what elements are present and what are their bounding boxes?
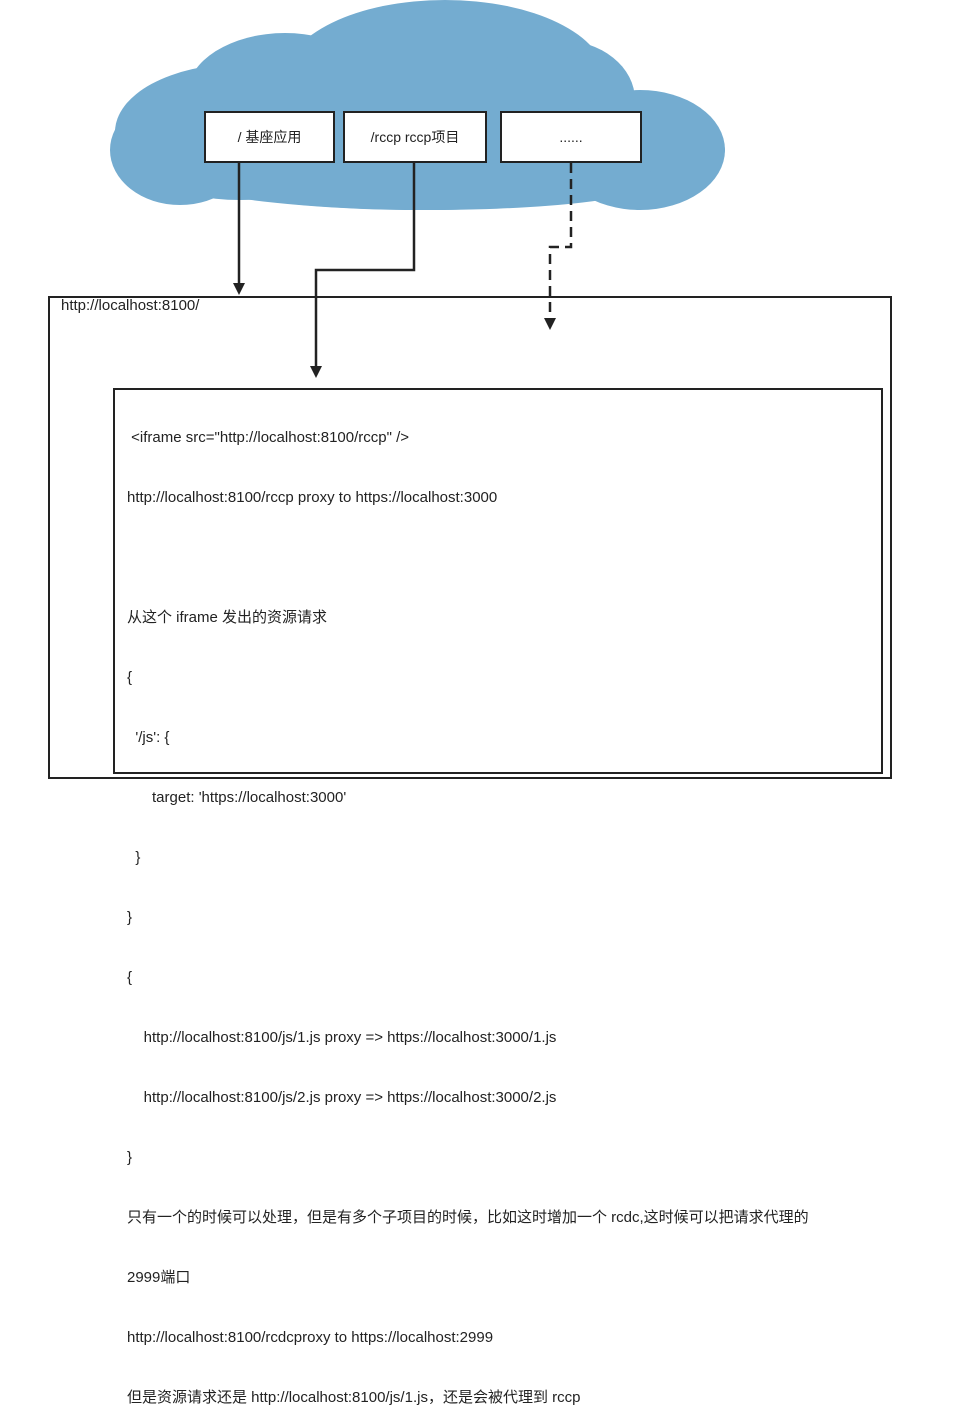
- inner-line: http://localhost:8100/js/1.js proxy => h…: [127, 1029, 557, 1046]
- inner-line: }: [127, 1149, 133, 1166]
- inner-line: }: [127, 909, 133, 926]
- outer-frame: [48, 296, 892, 779]
- outer-frame-label: http://localhost:8100/: [61, 297, 200, 314]
- arrow-base-to-outer: [233, 163, 245, 295]
- box-more-label: ......: [559, 129, 583, 145]
- box-base-app-label: / 基座应用: [237, 129, 302, 145]
- box-rccp-project: /rccp rccp项目: [343, 111, 487, 163]
- inner-line: {: [127, 969, 133, 986]
- inner-line: 但是资源请求还是 http://localhost:8100/js/1.js，还…: [127, 1389, 581, 1406]
- box-rccp-project-label: /rccp rccp项目: [370, 129, 460, 145]
- inner-line: 只有一个的时候可以处理，但是有多个子项目的时候，比如这时增加一个 rcdc,这时…: [127, 1209, 809, 1226]
- inner-line: http://localhost:8100/rccp proxy to http…: [127, 489, 498, 506]
- inner-line: target: 'https://localhost:3000': [127, 789, 347, 806]
- connector-layer: [233, 163, 573, 378]
- inner-line: '/js': {: [127, 729, 170, 746]
- inner-line: http://localhost:8100/rcdcproxy to https…: [127, 1329, 494, 1346]
- inner-line: 2999端口: [127, 1269, 191, 1286]
- inner-line: http://localhost:8100/js/2.js proxy => h…: [127, 1089, 557, 1106]
- inner-line: 从这个 iframe 发出的资源请求: [127, 609, 328, 626]
- arrow-rccp-to-iframe: [310, 163, 416, 378]
- inner-line: }: [127, 849, 141, 866]
- inner-line: {: [127, 669, 133, 686]
- arrow-more-dashed: [544, 163, 573, 330]
- inner-line: <iframe src="http://localhost:8100/rccp"…: [127, 429, 410, 446]
- inner-iframe-box: [113, 388, 883, 774]
- box-base-app: / 基座应用: [204, 111, 335, 163]
- box-more: ......: [500, 111, 642, 163]
